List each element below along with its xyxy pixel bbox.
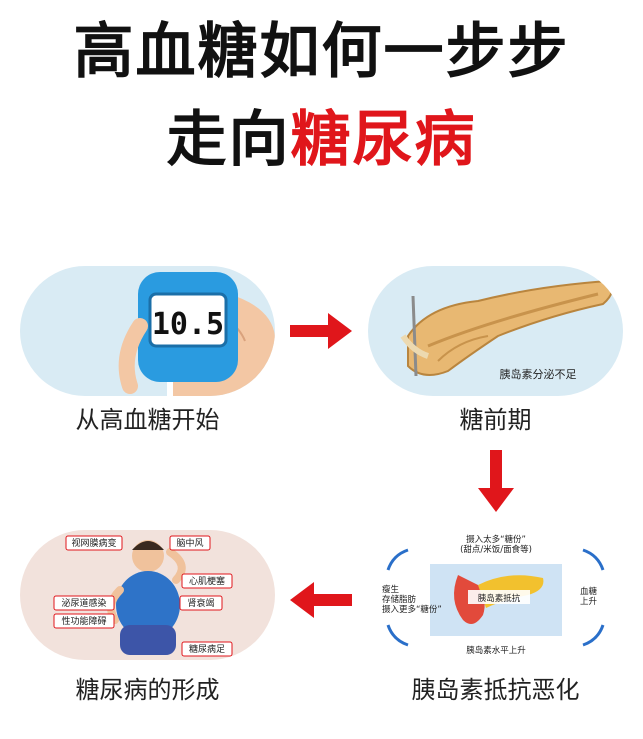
page-title-line2: 走向糖尿病	[0, 102, 643, 178]
cycle-right-line1: 血糖	[580, 586, 598, 597]
tag-heart-attack: 心肌梗塞	[189, 575, 225, 587]
cycle-bottom-label: 胰岛素水平上升	[466, 645, 526, 656]
step-card-insulin-resistance: 摄入太多“糖份” (甜点/米饭/面食等) 胰岛素抵抗 瘦生 存储脂肪 摄入更多“…	[368, 530, 623, 660]
cycle-left-line2: 存储脂肪	[382, 594, 417, 605]
tag-uti: 泌尿道感染	[61, 597, 106, 609]
step-card-high-blood-sugar: 10.5	[20, 266, 275, 396]
cycle-top-sub: (甜点/米饭/面食等)	[460, 544, 532, 555]
title-highlight: 糖尿病	[290, 105, 477, 175]
step-caption-1: 从高血糖开始	[75, 406, 220, 434]
left-arrow-icon	[290, 582, 352, 618]
glucose-meter-illustration: 10.5	[118, 272, 275, 396]
tag-sexual-dysfunction: 性功能障碍	[61, 615, 106, 627]
page-title-line1: 高血糖如何一步步	[73, 17, 570, 87]
cycle-left-line3: 摄入更多“糖份”	[382, 604, 442, 615]
step-caption-3: 胰岛素抵抗恶化	[411, 676, 580, 704]
tag-stroke: 脑中风	[176, 537, 203, 549]
cycle-top-label: 摄入太多“糖份”	[466, 534, 526, 545]
meter-screen	[148, 292, 228, 348]
step-caption-2: 糖前期	[459, 406, 532, 434]
step-card-diabetes-formation: 视网膜病变 脑中风 心肌梗塞 泌尿道感染 肾衰竭 性功能障碍 糖尿病足	[20, 530, 275, 660]
down-arrow-icon	[478, 450, 514, 512]
cycle-center-label: 胰岛素抵抗	[478, 593, 521, 604]
cycle-right-line2: 上升	[580, 596, 598, 607]
insulin-resistance-diagram: 摄入太多“糖份” (甜点/米饭/面食等) 胰岛素抵抗 瘦生 存储脂肪 摄入更多“…	[382, 534, 605, 656]
tag-diabetic-foot: 糖尿病足	[189, 643, 225, 655]
step-card-prediabetes: 胰岛素分泌不足	[368, 266, 623, 396]
tag-retinopathy: 视网膜病变	[71, 537, 116, 549]
cycle-left-line1: 瘦生	[382, 584, 400, 595]
diabetes-person-illustration: 视网膜病变 脑中风 心肌梗塞 泌尿道感染 肾衰竭 性功能障碍 糖尿病足	[53, 535, 233, 657]
insulin-deficiency-label: 胰岛素分泌不足	[500, 367, 577, 381]
pancreas-illustration: 胰岛素分泌不足	[400, 279, 613, 381]
meter-reading: 10.5	[152, 307, 224, 342]
title-prefix: 走向	[166, 105, 291, 175]
tag-kidney-failure: 肾衰竭	[187, 597, 214, 609]
right-arrow-icon	[290, 313, 352, 349]
step-caption-4: 糖尿病的形成	[75, 676, 220, 704]
